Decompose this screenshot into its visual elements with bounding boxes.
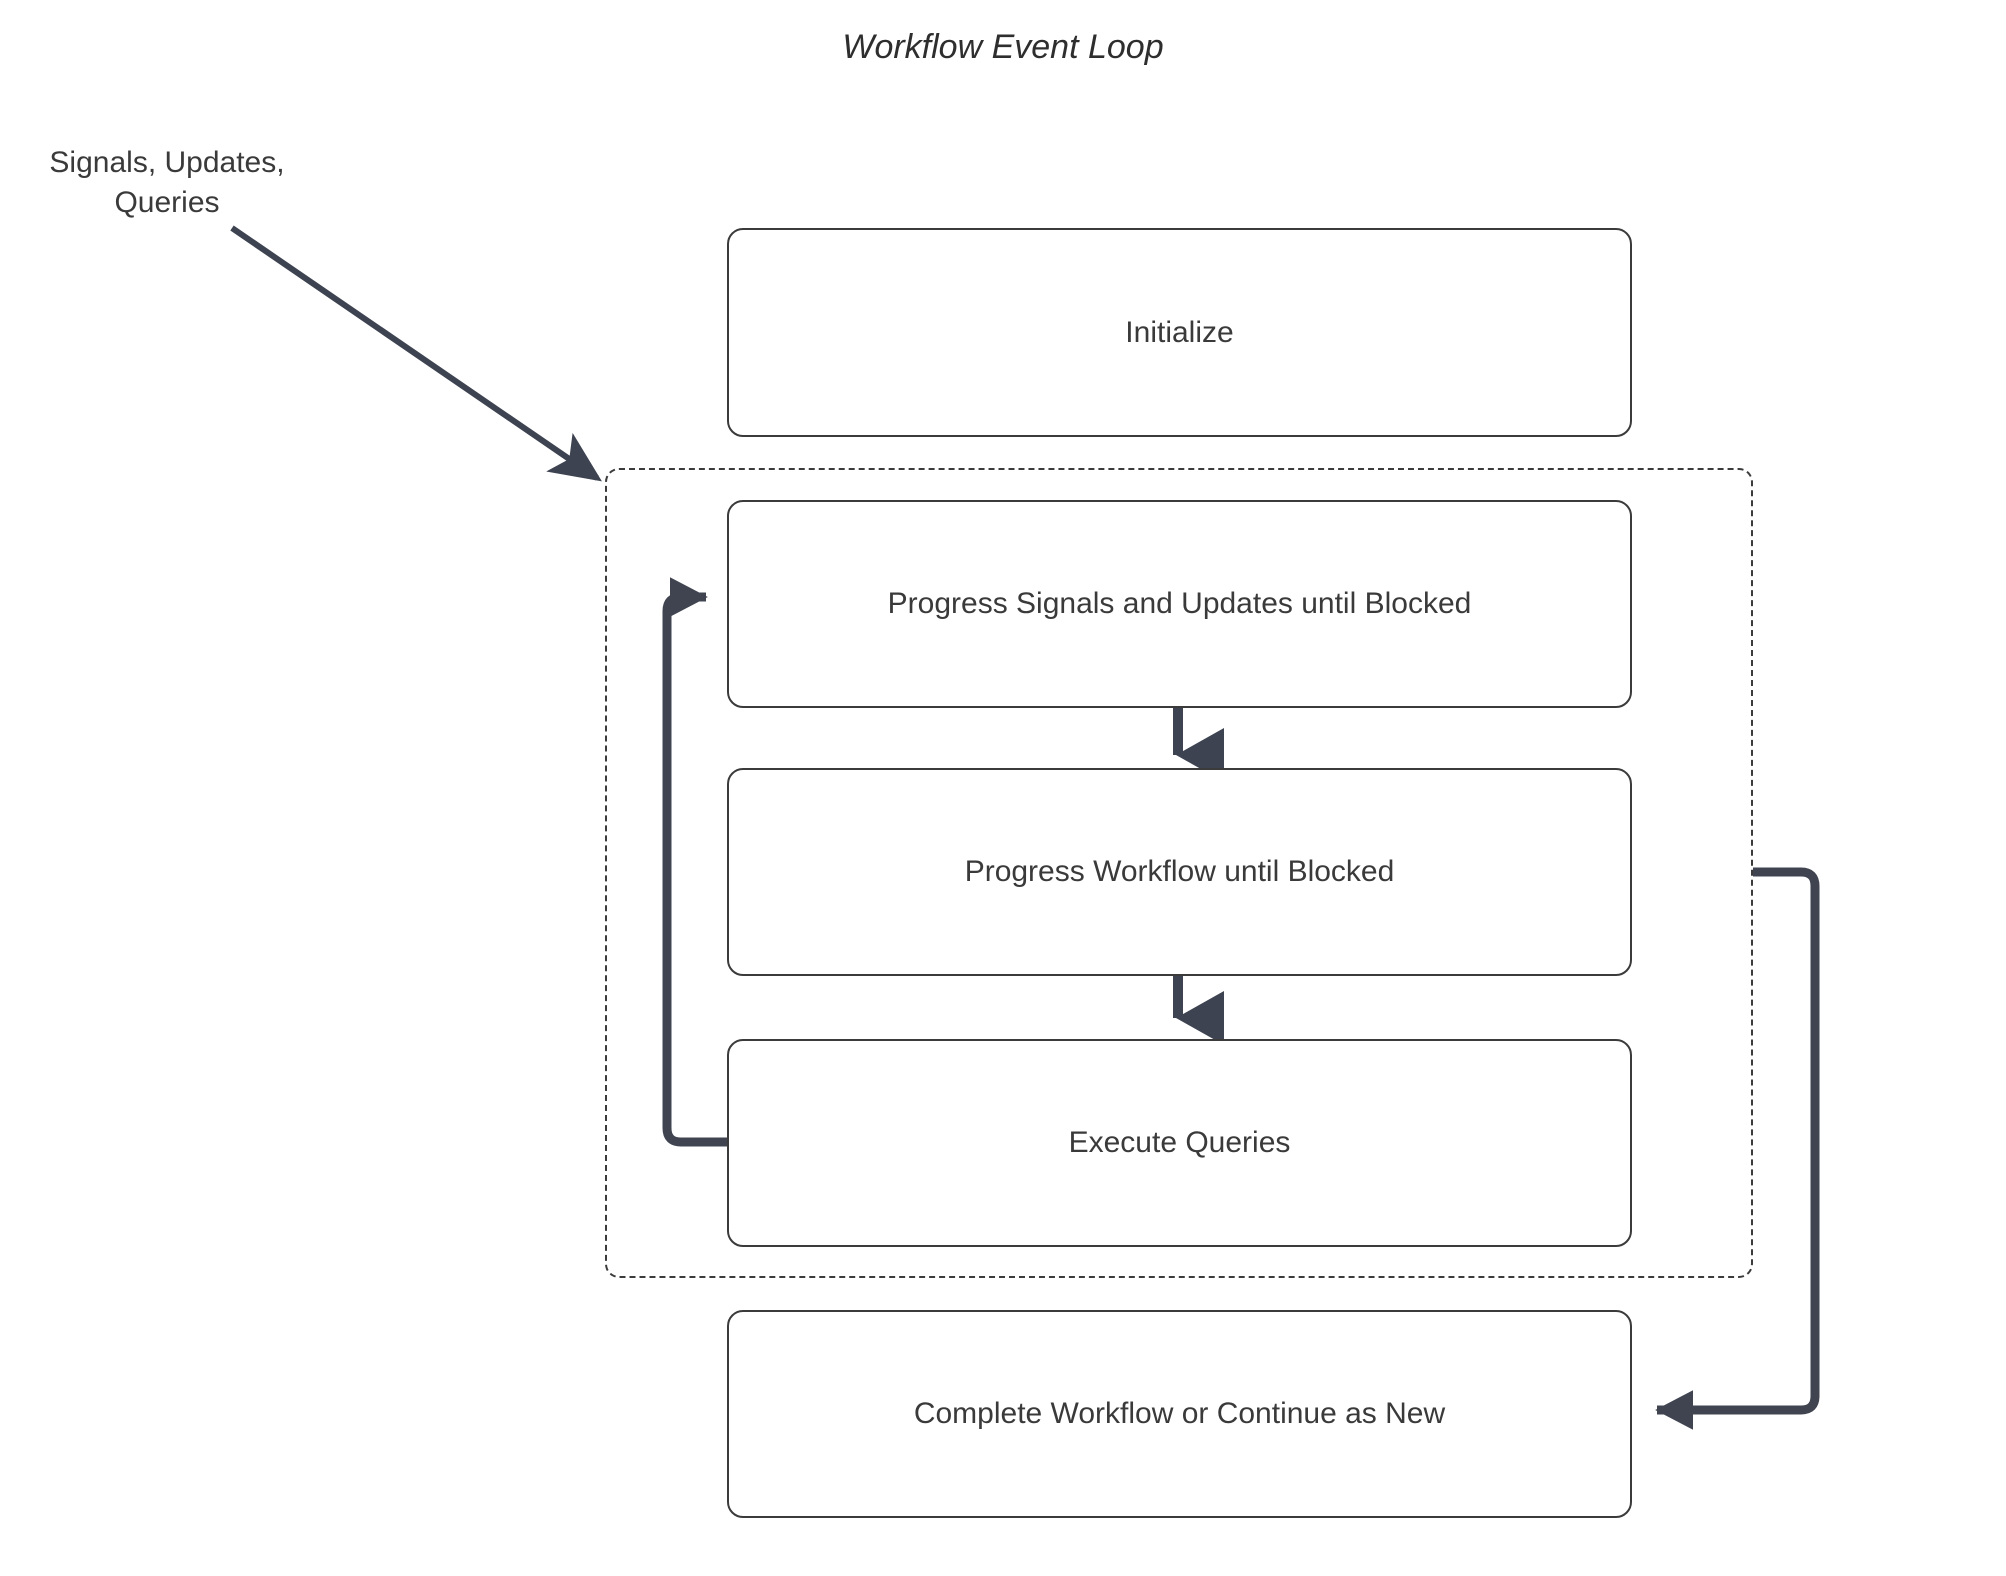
node-execute-queries-label: Execute Queries xyxy=(1068,1126,1291,1160)
node-initialize[interactable]: Initialize xyxy=(727,228,1632,437)
external-input-label-line2: Queries xyxy=(114,185,220,219)
node-execute-queries[interactable]: Execute Queries xyxy=(727,1039,1632,1247)
edge-external-to-loop xyxy=(230,225,602,482)
node-progress-workflow-label: Progress Workflow until Blocked xyxy=(964,855,1395,889)
external-input-label-line1: Signals, Updates, xyxy=(49,146,285,179)
node-progress-signals-updates[interactable]: Progress Signals and Updates until Block… xyxy=(727,500,1632,708)
node-complete-or-continue-label: Complete Workflow or Continue as New xyxy=(913,1397,1446,1431)
node-initialize-label: Initialize xyxy=(1125,315,1234,349)
node-progress-signals-updates-label: Progress Signals and Updates until Block… xyxy=(887,587,1472,621)
node-complete-or-continue[interactable]: Complete Workflow or Continue as New xyxy=(727,1310,1632,1518)
diagram-title: Workflow Event Loop xyxy=(842,28,1164,66)
external-input-label: Signals, Updates, Queries xyxy=(22,143,312,222)
node-progress-workflow[interactable]: Progress Workflow until Blocked xyxy=(727,768,1632,976)
